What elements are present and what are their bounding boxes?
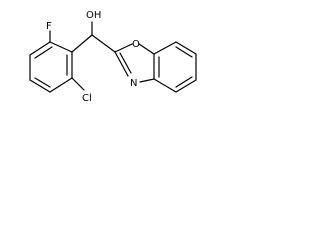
oxazole-c2-o	[114, 43, 133, 53]
benzo-bond-6	[153, 78, 177, 93]
benzo-bond-5	[175, 79, 197, 93]
bond-c-cl	[71, 77, 85, 91]
structure-canvas: OH F Cl O N	[0, 0, 208, 131]
chemical-structure-diagram: OH F Cl O N	[29, 10, 197, 104]
phenyl-bond-4	[29, 79, 51, 93]
atom-label-ring-oxygen: O	[132, 39, 140, 50]
atom-label-fluorine: F	[46, 21, 52, 32]
atom-label-chlorine: Cl	[82, 93, 92, 104]
benzo-double-1	[175, 46, 193, 58]
benzo-bond-3	[175, 41, 197, 55]
phenyl-bond-2	[29, 41, 51, 56]
atom-label-hydroxyl: OH	[86, 10, 101, 21]
oxazole-c2-n	[114, 51, 129, 77]
bond-c-phenyl	[71, 34, 93, 53]
benzo-double-2	[175, 76, 193, 88]
phenyl-bond-5	[49, 77, 73, 93]
oxazole-n-c3a	[139, 78, 155, 83]
phenyl-double-2	[34, 77, 51, 88]
phenyl-bond-1	[49, 41, 73, 53]
phenyl-double-1	[34, 46, 53, 59]
atom-label-ring-nitrogen: N	[130, 78, 137, 89]
bond-c-benzoxazole	[91, 34, 116, 53]
oxazole-o-c7a	[138, 43, 155, 55]
benzo-bond-2	[153, 41, 177, 55]
oxazole-c2-n-double	[119, 52, 132, 74]
